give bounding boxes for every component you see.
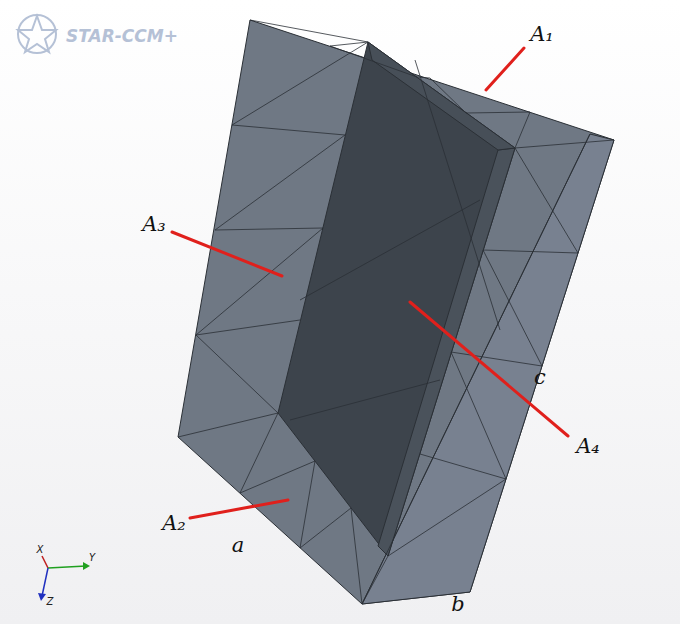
area-label: A₄	[576, 436, 600, 457]
area-label: A₁	[530, 24, 554, 45]
leader-lines	[172, 48, 568, 518]
axis-label: Z	[47, 597, 54, 607]
dimension-label: b	[451, 594, 464, 615]
dimension-label: c	[534, 367, 546, 388]
area-label: A₂	[162, 513, 186, 534]
axis-label: X	[37, 545, 44, 555]
box-body	[178, 20, 614, 604]
dimension-label: a	[232, 535, 245, 556]
logo	[18, 15, 56, 53]
axis-label: Y	[89, 553, 95, 563]
axis-triad	[38, 556, 90, 601]
mesh-lines	[178, 20, 614, 604]
area-label: A₃	[142, 214, 166, 235]
watermark: STAR-CCM+	[66, 28, 178, 45]
